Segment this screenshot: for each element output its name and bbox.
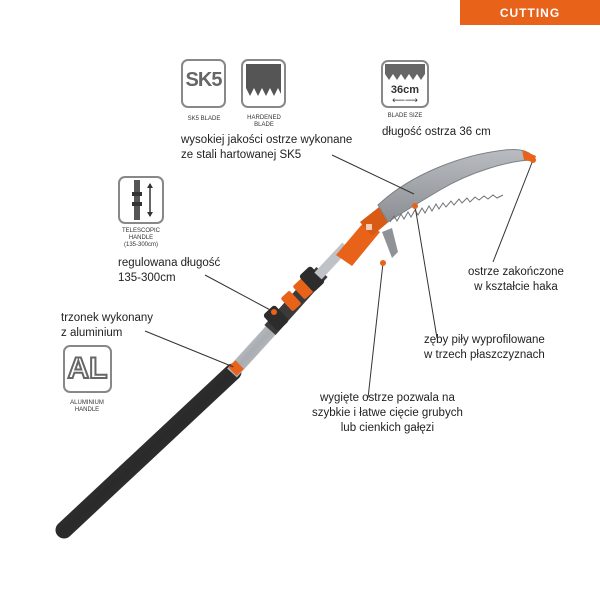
- aluminium-handle-icon: AL: [63, 345, 112, 393]
- aluminium-caption: ALUMINIUM HANDLE: [58, 400, 116, 414]
- sk5-steel-label: wysokiej jakości ostrze wykonane ze stal…: [181, 133, 352, 163]
- sk5-steel-label-line1: wysokiej jakości ostrze wykonane: [181, 134, 353, 146]
- blade-size-value: 36cm: [390, 84, 420, 96]
- hardened-blade-icon: [241, 59, 286, 108]
- curved-blade-label-line3: lub cienkich gałęzi: [340, 422, 435, 434]
- sk5-caption: SK5 BLADE: [187, 116, 221, 122]
- curved-blade-label-line2: szybkie i łatwe cięcie grubych: [312, 407, 463, 419]
- aluminium-caption-line2: HANDLE: [74, 407, 100, 413]
- adjustable-length-label-line1: regulowana długość: [118, 257, 221, 269]
- teeth-profile-label-line2: w trzech płaszczyznach: [424, 349, 545, 361]
- double-arrow-icon: ⟵⟶: [392, 95, 418, 105]
- teeth-profile-label-line1: zęby piły wyprofilowane: [424, 334, 545, 346]
- hook-tip-label-line1: ostrze zakończone: [468, 266, 564, 278]
- blade-size-caption: BLADE SIZE: [387, 113, 423, 119]
- telescopic-handle-icon: [118, 176, 164, 224]
- lower-handle: [55, 363, 242, 539]
- curved-blade-label: wygięte ostrze pozwala na szybkie i łatw…: [312, 391, 463, 436]
- telescopic-caption-line2: HANDLE: [128, 235, 154, 241]
- callout-dots: [233, 157, 536, 371]
- aluminium-shaft-label-line1: trzonek wykonany: [61, 312, 154, 324]
- aluminium-icon-text: AL: [67, 351, 109, 386]
- sk5-icon-text: SK5: [185, 69, 223, 91]
- telescopic-caption-line3: (135-300cm): [123, 242, 158, 248]
- aluminium-caption-line1: ALUMINIUM: [70, 400, 104, 406]
- blade-size-icon: 36cm ⟵⟶: [381, 60, 429, 108]
- callout-lines: [144, 154, 534, 399]
- adjustable-length-label: regulowana długość 135-300cm: [118, 256, 220, 286]
- aluminium-shaft-label: trzonek wykonany z aluminium: [61, 311, 153, 341]
- hardened-caption: HARDENED BLADE: [236, 115, 292, 129]
- telescopic-caption-line1: TELESCOPIC: [121, 228, 160, 234]
- hook-tip-label-line2: w kształcie haka: [474, 281, 558, 293]
- telescopic-clamps: [263, 266, 328, 336]
- adjustable-length-label-line2: 135-300cm: [118, 272, 176, 284]
- teeth-profile-label: zęby piły wyprofilowane w trzech płaszcz…: [424, 333, 545, 363]
- hardened-caption-line1: HARDENED: [247, 115, 281, 121]
- aluminium-shaft-label-line2: z aluminium: [61, 327, 123, 339]
- hook-tip-label: ostrze zakończone w kształcie haka: [468, 265, 564, 295]
- sk5-blade-icon: SK5: [181, 59, 226, 108]
- telescopic-caption: TELESCOPIC HANDLE (135-300cm): [112, 228, 170, 249]
- curved-blade: [377, 149, 536, 258]
- curved-blade-label-line1: wygięte ostrze pozwala na: [319, 392, 455, 404]
- cutting-badge: CUTTING: [460, 0, 600, 25]
- blade-length-label: długość ostrza 36 cm: [382, 126, 491, 138]
- hardened-caption-line2: BLADE: [254, 122, 274, 128]
- sk5-steel-label-line2: ze stali hartowanej SK5: [181, 149, 302, 161]
